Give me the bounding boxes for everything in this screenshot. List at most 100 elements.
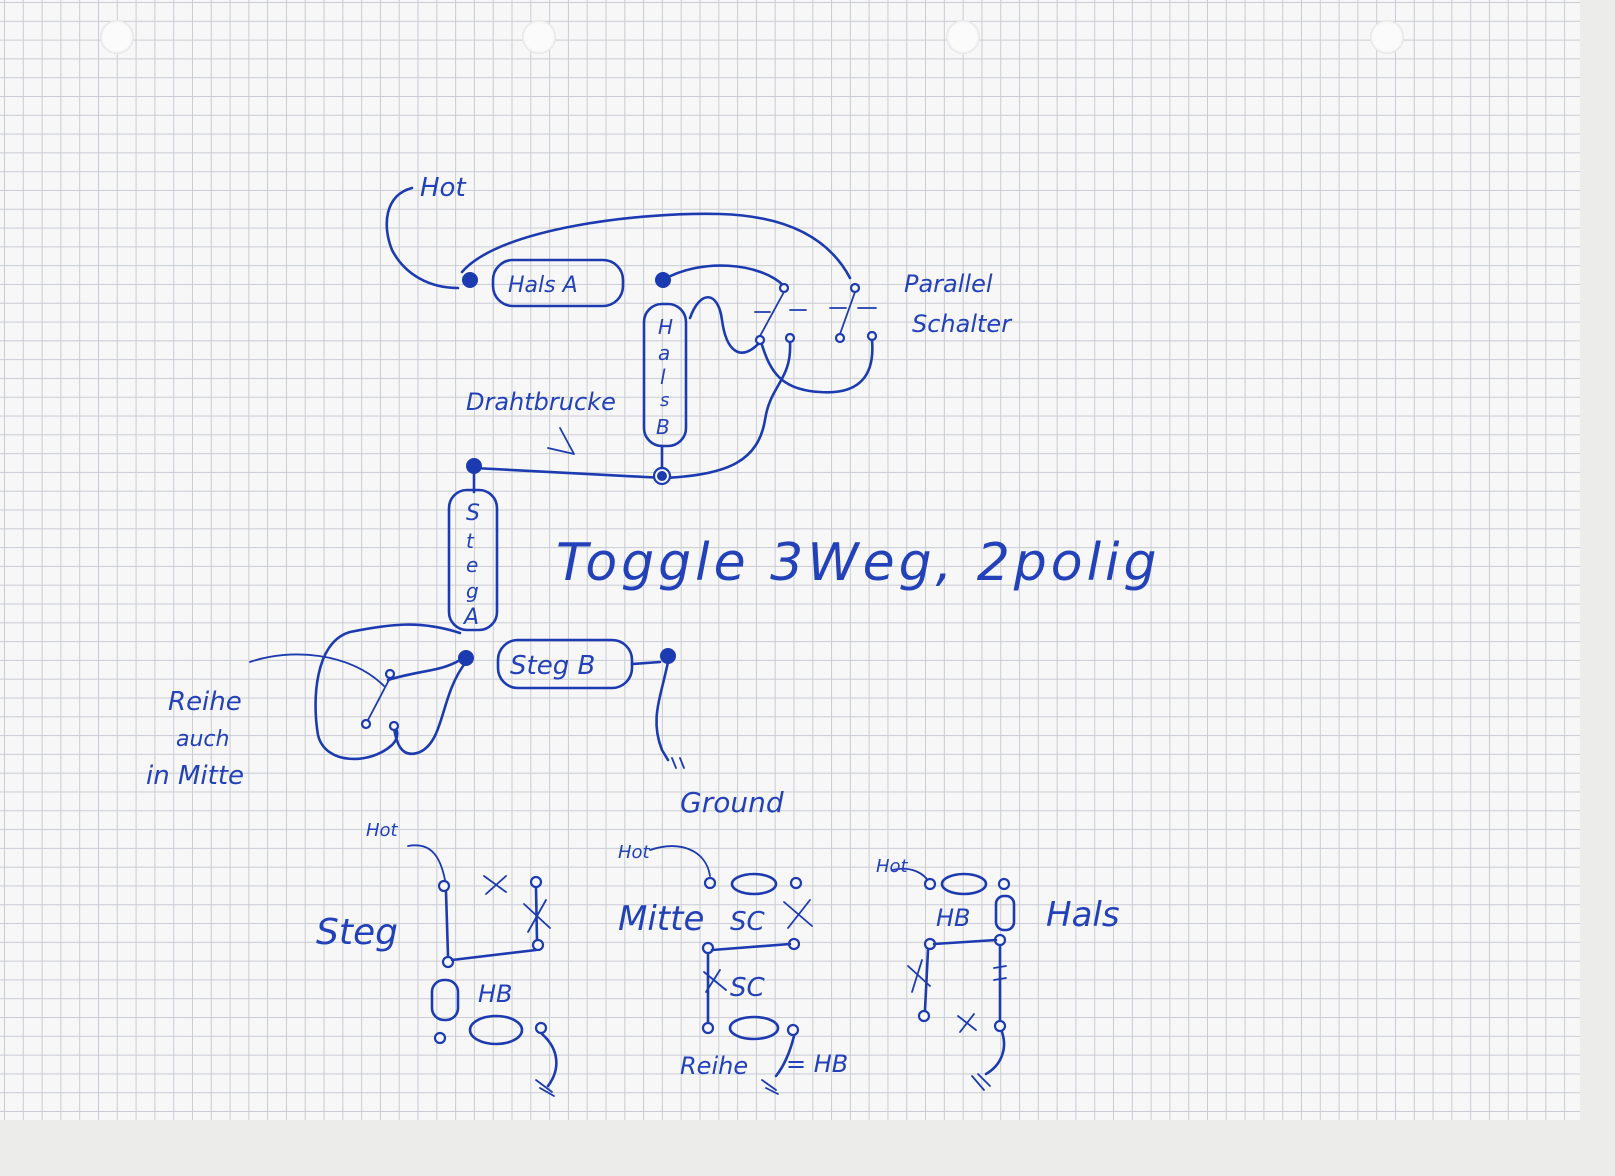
ground-wire [655, 660, 670, 762]
scheme-steg-name: Steg [316, 912, 398, 953]
pickup-hb-top [940, 872, 988, 896]
scheme-steg [407, 844, 558, 1097]
pickup-sc-bottom [728, 1015, 780, 1041]
label-hals-b-3: l [660, 365, 666, 389]
terminal [923, 877, 937, 891]
wire-arc-top [460, 212, 852, 280]
scheme-mitte-eq: = HB [786, 1050, 848, 1078]
ground-wire [774, 1034, 796, 1078]
label-hot: Hot [420, 173, 466, 203]
parallel-switch [754, 282, 878, 346]
label-drahtbrucke: Drahtbrucke [466, 388, 616, 416]
scheme-mitte-reihe: Reihe [680, 1052, 748, 1080]
scheme-hals-hb: HB [936, 904, 971, 932]
wire-bridge [472, 466, 666, 480]
terminal [433, 1031, 447, 1045]
label-steg-a-4: g [466, 579, 479, 603]
ground-symbol [971, 1073, 991, 1091]
label-parallel: Parallel [904, 270, 993, 298]
scheme-mitte-sc2: SC [730, 973, 766, 1003]
wire [923, 938, 1002, 1022]
label-steg-b: Steg B [510, 651, 595, 681]
terminal [529, 875, 543, 889]
cross-mark [957, 1013, 977, 1033]
terminal [701, 941, 715, 955]
terminal [703, 876, 717, 890]
graph-paper-sheet [0, 0, 1580, 1120]
terminal [701, 1021, 715, 1035]
terminal [657, 471, 667, 481]
hot-lead [407, 844, 446, 881]
label-auch: auch [176, 727, 229, 752]
wire [662, 340, 792, 480]
terminal [993, 1019, 1007, 1033]
punch-hole [522, 20, 556, 54]
hot-lead [649, 845, 711, 877]
terminal [462, 272, 478, 288]
pickup-hb-vertical [430, 978, 460, 1022]
pickup-hb-horizontal [468, 1014, 524, 1046]
punch-hole [946, 20, 980, 54]
label-hals-b-4: s [660, 390, 669, 411]
cross-mark [783, 899, 813, 929]
ground-symbol [761, 1079, 779, 1095]
terminal [458, 650, 474, 666]
scheme-mitte-hot: Hot [618, 842, 651, 863]
wire [630, 660, 662, 666]
upper-wiring [385, 186, 878, 486]
terminal [917, 1009, 931, 1023]
punch-hole [1370, 20, 1404, 54]
cross-mark [907, 959, 931, 993]
punch-hole [100, 20, 134, 54]
pickup-single-vertical [994, 894, 1016, 932]
scheme-steg-hb: HB [478, 980, 513, 1008]
scheme-mitte-name: Mitte [618, 899, 704, 939]
scheme-mitte-sc1: SC [730, 907, 766, 937]
scheme-hals-hot: Hot [876, 856, 909, 877]
scheme-mitte [649, 845, 813, 1095]
ground-wire [984, 1030, 1006, 1076]
terminal [786, 1023, 800, 1037]
wire [386, 658, 462, 682]
reihe-switch [360, 668, 400, 732]
scheme-hals-name: Hals [1046, 895, 1120, 935]
pickup-hals-b [642, 302, 688, 448]
label-hals-b-2: a [658, 341, 670, 365]
terminal [437, 879, 451, 893]
label-hals-b-1: H [658, 315, 673, 339]
label-ground: Ground [680, 786, 784, 819]
bridge-wiring [249, 471, 685, 769]
scheme-hals [891, 867, 1016, 1091]
wire [688, 296, 764, 354]
wire [661, 264, 786, 288]
label-steg-a-5: A [462, 605, 479, 630]
wire [314, 623, 462, 761]
wire [444, 886, 539, 962]
cross-mark [523, 899, 551, 933]
label-steg-a-1: S [466, 501, 480, 526]
terminal [534, 1021, 548, 1035]
pointer-line [249, 653, 385, 687]
label-in-mitte: in Mitte [146, 761, 244, 791]
arrow [547, 427, 575, 455]
label-reihe: Reihe [168, 687, 242, 717]
label-schalter: Schalter [912, 310, 1013, 338]
terminal [531, 938, 545, 952]
terminal [789, 876, 803, 890]
terminal [441, 955, 455, 969]
ground-symbol [671, 757, 685, 769]
scheme-steg-hot: Hot [366, 820, 399, 841]
pickup-hals-a [491, 258, 625, 308]
label-hals-b-5: B [656, 415, 670, 439]
pickup-sc-top [730, 872, 778, 896]
hot-wire [385, 186, 460, 290]
tick-marks [993, 965, 1007, 981]
terminal [997, 877, 1011, 891]
handwriting: Hot Hals A H a l s B Parallel Schalter D… [146, 173, 1161, 1080]
label-hals-a: Hals A [508, 273, 578, 298]
ground-wire [540, 1032, 558, 1088]
wire [392, 660, 468, 756]
wire [760, 338, 874, 394]
label-toggle: Toggle 3Weg, 2polig [556, 533, 1161, 593]
label-steg-a-2: t [466, 529, 475, 553]
